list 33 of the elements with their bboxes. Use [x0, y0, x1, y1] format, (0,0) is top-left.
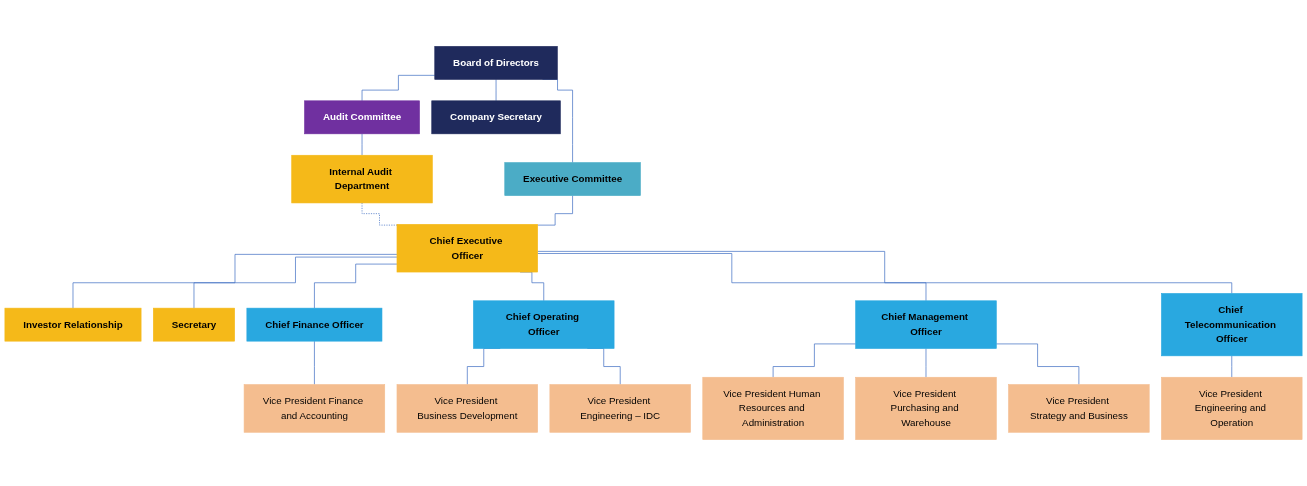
connector: [772, 343, 857, 378]
node-box: Company Secretary: [431, 100, 561, 135]
node-box: Internal Audit Department: [291, 154, 433, 204]
node-box: Chief Telecommunication Officer: [1161, 293, 1303, 357]
node-box: Vice President Purchasing and Warehouse: [855, 376, 997, 440]
connector: [995, 343, 1080, 385]
node-box: Audit Committee: [304, 100, 420, 135]
connector: [537, 253, 927, 302]
node-box: Executive Committee: [504, 162, 641, 196]
node-box: Board of Directors: [434, 46, 558, 80]
connector: [314, 263, 398, 309]
node-box: Vice President Strategy and Business: [1008, 384, 1150, 433]
node-box: Investor Relationship: [4, 307, 142, 342]
connector: [1231, 355, 1233, 378]
node-box: Vice President Business Development: [396, 384, 538, 433]
connector: [495, 79, 497, 102]
connector: [72, 254, 398, 309]
connector: [925, 348, 927, 378]
connector: [361, 74, 436, 102]
node-box: Chief Finance Officer: [246, 307, 383, 342]
node-box: Chief Executive Officer: [396, 224, 538, 273]
connector: [193, 256, 398, 309]
node-box: Vice President Engineering – IDC: [549, 384, 691, 433]
node-box: Chief Management Officer: [855, 300, 997, 349]
connector: [361, 133, 363, 156]
node-box: Vice President Human Resources and Administration: [702, 376, 844, 440]
node-box: Secretary: [153, 307, 235, 342]
connector: [537, 251, 1233, 294]
node-box: Vice President Finance and Accounting: [243, 384, 386, 433]
node-box: Vice President Engineering and Operation: [1161, 376, 1303, 440]
connector: [537, 195, 573, 226]
node-box: Chief Operating Officer: [473, 300, 615, 349]
connector: [314, 340, 315, 385]
